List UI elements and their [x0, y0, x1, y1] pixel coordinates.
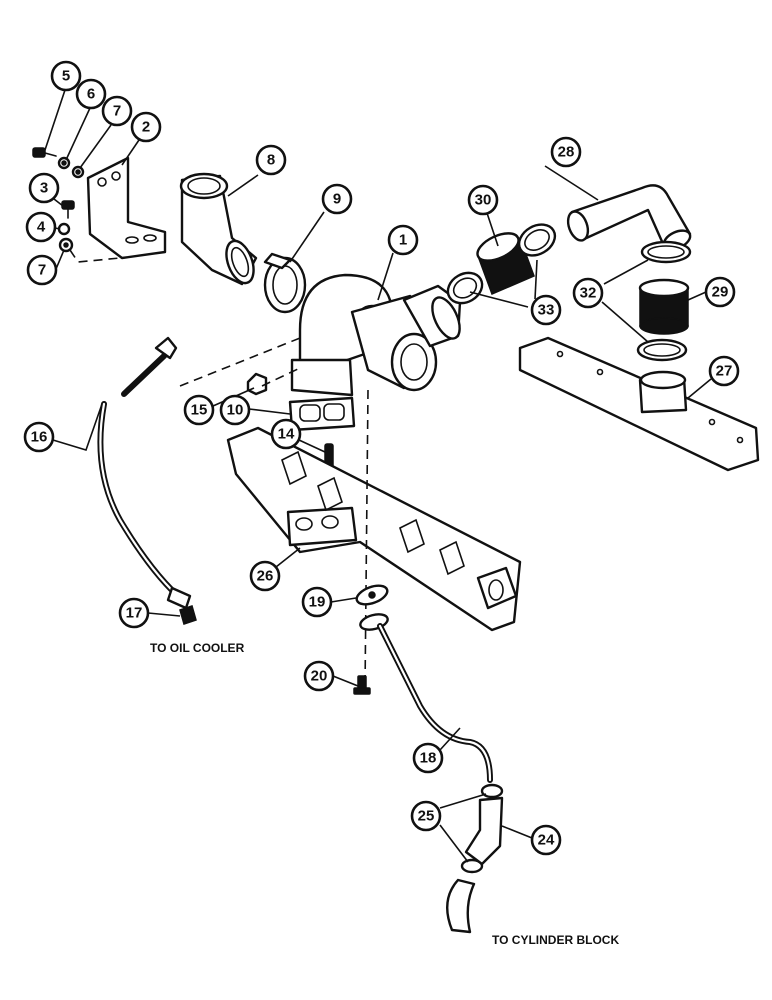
svg-text:19: 19 — [309, 594, 326, 611]
callout-15: 15 — [183, 394, 215, 426]
svg-text:8: 8 — [267, 152, 275, 169]
svg-text:29: 29 — [712, 284, 729, 301]
oil-supply-line — [97, 336, 192, 610]
hose-clamp-top — [640, 240, 692, 264]
v-band-clamp — [263, 252, 307, 314]
caption-cylinder-block: TO CYLINDER BLOCK — [492, 933, 619, 947]
svg-text:9: 9 — [333, 191, 341, 208]
rubber-hose — [638, 278, 690, 335]
callout-17: 17 — [118, 597, 150, 629]
callout-25: 25 — [410, 800, 442, 832]
exhaust-manifold — [226, 426, 522, 632]
intake-elbow — [179, 172, 258, 286]
svg-text:3: 3 — [40, 180, 48, 197]
callout-14: 14 — [270, 418, 302, 450]
drain-gasket — [355, 584, 389, 606]
svg-text:18: 18 — [420, 750, 437, 767]
svg-text:6: 6 — [87, 86, 95, 103]
callout-32: 32 — [572, 277, 604, 309]
svg-text:1: 1 — [399, 232, 407, 249]
callout-20: 20 — [303, 660, 335, 692]
svg-text:17: 17 — [126, 605, 143, 622]
callout-1: 1 — [387, 224, 419, 256]
callout-5: 5 — [50, 60, 82, 92]
callout-26: 26 — [249, 560, 281, 592]
callout-8: 8 — [255, 144, 287, 176]
callout-16: 16 — [23, 421, 55, 453]
callout-9: 9 — [321, 183, 353, 215]
oil-drain-tube — [359, 613, 493, 783]
hose-clamp-upper — [517, 223, 557, 257]
alignment-lines — [179, 337, 369, 691]
svg-text:15: 15 — [191, 402, 208, 419]
turbo-gasket — [288, 396, 356, 432]
callout-10: 10 — [219, 394, 251, 426]
svg-text:26: 26 — [257, 568, 274, 585]
callout-2: 2 — [130, 111, 162, 143]
hose-sleeve — [476, 232, 535, 296]
callout-3: 3 — [28, 172, 60, 204]
svg-text:32: 32 — [580, 285, 597, 302]
svg-text:4: 4 — [37, 219, 46, 236]
svg-text:7: 7 — [38, 262, 46, 279]
caption-oil-cooler: TO OIL COOLER — [150, 641, 245, 655]
callout-7-bottom: 7 — [26, 254, 58, 286]
callout-24: 24 — [530, 824, 562, 856]
callout-33: 33 — [530, 294, 562, 326]
hose-clamp-lower — [446, 271, 484, 305]
svg-text:27: 27 — [716, 363, 733, 380]
callout-19: 19 — [301, 586, 333, 618]
mounting-bracket — [86, 156, 167, 260]
callout-27: 27 — [708, 355, 740, 387]
small-hardware — [32, 147, 121, 263]
drain-hose-clamps — [460, 783, 504, 874]
turbocharger — [290, 273, 462, 397]
drain-hose — [464, 796, 504, 866]
svg-text:28: 28 — [558, 144, 575, 161]
callout-30: 30 — [467, 184, 499, 216]
svg-text:33: 33 — [538, 302, 555, 319]
hose-clamp-bottom — [636, 338, 688, 362]
svg-text:14: 14 — [278, 426, 295, 443]
leader-lines — [44, 89, 712, 863]
oil-fitting — [179, 605, 197, 625]
cylinder-block-pipe — [446, 878, 476, 934]
drain-bolt — [353, 675, 371, 695]
svg-text:7: 7 — [113, 103, 121, 120]
svg-text:30: 30 — [475, 192, 492, 209]
intake-manifold-plate — [518, 336, 760, 472]
callout-18: 18 — [412, 742, 444, 774]
svg-text:5: 5 — [62, 68, 70, 85]
nut — [246, 372, 268, 396]
svg-text:25: 25 — [418, 808, 435, 825]
callout-4: 4 — [25, 211, 57, 243]
svg-text:2: 2 — [142, 119, 150, 136]
callout-29: 29 — [704, 276, 736, 308]
svg-text:10: 10 — [227, 402, 244, 419]
svg-text:24: 24 — [538, 832, 555, 849]
callout-6: 6 — [75, 78, 107, 110]
svg-text:16: 16 — [31, 429, 48, 446]
svg-text:20: 20 — [311, 668, 328, 685]
callout-28: 28 — [550, 136, 582, 168]
callout-7-top: 7 — [101, 95, 133, 127]
